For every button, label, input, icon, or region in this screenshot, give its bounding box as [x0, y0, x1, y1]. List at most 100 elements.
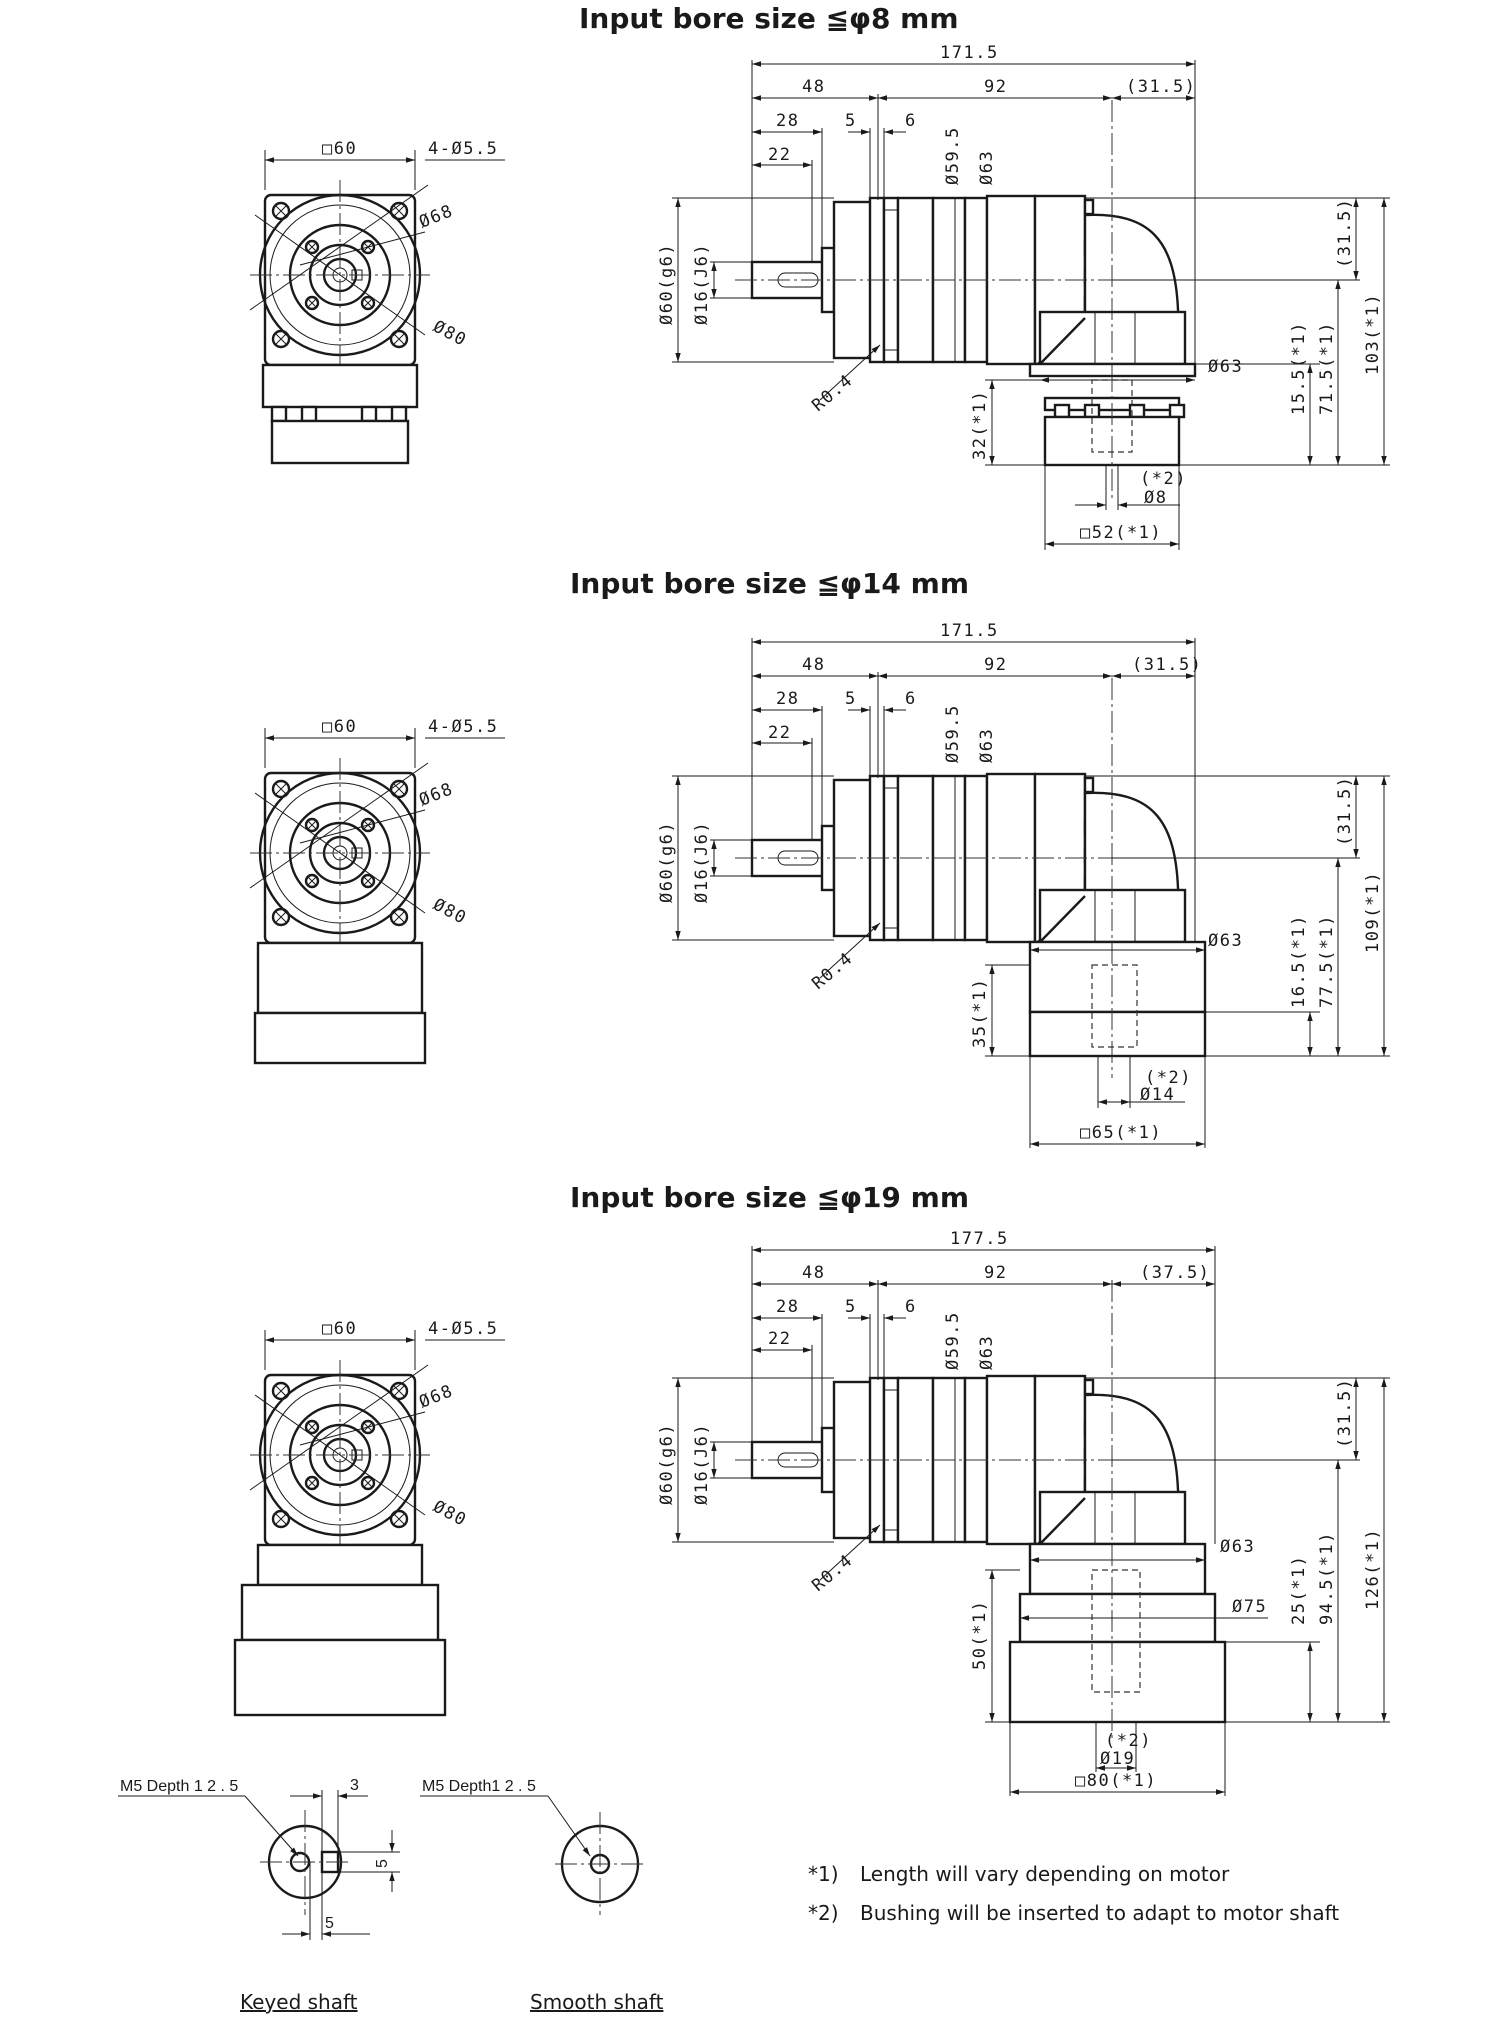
- smooth-shaft-detail: M5 Depth1 2 . 5 Smooth shaft: [420, 1778, 664, 2014]
- dim-holes: 4-Ø5.5: [428, 717, 498, 737]
- dim-body: Ø63: [977, 728, 997, 763]
- dim-overall: 177.5: [950, 1229, 1009, 1249]
- dim-6: 6: [905, 689, 917, 709]
- dim-right-total: 103(*1): [1363, 293, 1383, 375]
- dim-adapter-sq: □80(*1): [1075, 1771, 1157, 1791]
- section-title: Input bore size ≦φ8 mm: [579, 2, 959, 35]
- dim-5: 5: [845, 689, 857, 709]
- bushing-note: (*2): [1145, 1068, 1192, 1088]
- dim-base: Ø63: [1208, 931, 1243, 951]
- key-height: 5: [374, 1859, 391, 1868]
- dim-holes: 4-Ø5.5: [428, 139, 498, 159]
- dim-pilot: Ø59.5: [943, 704, 963, 763]
- section-title: Input bore size ≦φ14 mm: [570, 567, 969, 600]
- side-view: 171.5 48 92 (31.5) 28 5 6 22 Ø59.5 Ø63: [657, 43, 1390, 550]
- dim-right-a: 15.5(*1): [1289, 321, 1309, 415]
- dim-28: 28: [776, 689, 799, 709]
- note-mark-2: *2): [808, 1901, 839, 1925]
- dim-seg-a: 48: [802, 77, 825, 97]
- dim-height: Ø60(g6): [657, 243, 677, 325]
- dim-body: Ø63: [977, 1335, 997, 1370]
- dim-pilot: Ø59.5: [943, 1311, 963, 1370]
- dim-holes: 4-Ø5.5: [428, 1319, 498, 1339]
- dim-6: 6: [905, 1297, 917, 1317]
- dim-seg-c: (37.5): [1140, 1263, 1210, 1283]
- dim-22: 22: [768, 723, 791, 743]
- dim-6: 6: [905, 111, 917, 131]
- footnotes: *1) Length will vary depending on motor …: [808, 1862, 1339, 1925]
- keyed-tap-label: M5 Depth 1 2 . 5: [120, 1778, 238, 1795]
- dim-right-a: 16.5(*1): [1289, 914, 1309, 1008]
- dim-28: 28: [776, 1297, 799, 1317]
- dim-overall: 171.5: [940, 43, 999, 63]
- dim-pilot: Ø59.5: [943, 126, 963, 185]
- dim-seg-b: 92: [984, 77, 1007, 97]
- keyed-shaft-detail: M5 Depth 1 2 . 5 3 5 5 Keyed shaft: [118, 1777, 400, 2014]
- dim-right-total: 109(*1): [1363, 871, 1383, 953]
- dim-flange: Ø80: [430, 317, 470, 351]
- section-title: Input bore size ≦φ19 mm: [570, 1181, 969, 1214]
- dim-shaft: Ø16(J6): [692, 1423, 712, 1505]
- dim-22: 22: [768, 1329, 791, 1349]
- section-3: Input bore size ≦φ19 mm □60 4-Ø5.5 Ø68 Ø…: [233, 1181, 1390, 1796]
- dim-seg-c: (31.5): [1132, 655, 1202, 675]
- bushing-note: (*2): [1105, 1731, 1152, 1751]
- dim-fillet: R0.4: [808, 370, 857, 416]
- bushing-note: (*2): [1140, 469, 1187, 489]
- bushing-dia: Ø19: [1100, 1749, 1135, 1769]
- dim-right-b: 77.5(*1): [1317, 914, 1337, 1008]
- dim-right-c: (31.5): [1335, 1378, 1355, 1448]
- front-view: □60 4-Ø5.5 Ø68 Ø80: [233, 1319, 505, 1717]
- dim-base: Ø63: [1220, 1537, 1255, 1557]
- bushing-dia: Ø8: [1144, 488, 1167, 508]
- dim-pcd: Ø68: [416, 201, 456, 233]
- section-2: Input bore size ≦φ14 mm □60 4-Ø5.5 Ø68 Ø…: [250, 567, 1390, 1148]
- note-text-2: Bushing will be inserted to adapt to mot…: [860, 1901, 1339, 1925]
- dim-seg-a: 48: [802, 1263, 825, 1283]
- dim-5: 5: [845, 111, 857, 131]
- dim-square: □60: [322, 717, 357, 737]
- dim-base: Ø63: [1208, 357, 1243, 377]
- dim-right-c: (31.5): [1335, 776, 1355, 846]
- dim-seg-b: 92: [984, 1263, 1007, 1283]
- keyed-caption: Keyed shaft: [240, 1990, 358, 2014]
- dim-adapter-sq: □52(*1): [1080, 523, 1162, 543]
- note-mark-1: *1): [808, 1862, 839, 1886]
- side-view: 177.5 48 92 (37.5) 28 5 6 22 Ø59.5 Ø63: [657, 1229, 1390, 1796]
- dim-adapter-sq: □65(*1): [1080, 1123, 1162, 1143]
- dim-shaft: Ø16(J6): [692, 821, 712, 903]
- dim-adapter-h: 50(*1): [970, 1600, 990, 1670]
- dim-pcd: Ø68: [416, 1381, 456, 1413]
- dim-22: 22: [768, 145, 791, 165]
- dim-seg-b: 92: [984, 655, 1007, 675]
- dim-flange: Ø80: [430, 1497, 470, 1531]
- dim-fillet: R0.4: [808, 1550, 857, 1596]
- dim-adapter-h: 32(*1): [970, 390, 990, 460]
- bushing-dia: Ø14: [1140, 1085, 1175, 1105]
- side-view: 171.5 48 92 (31.5) 28 5 6 22 Ø59.5 Ø63: [657, 621, 1390, 1148]
- dim-seg-a: 48: [802, 655, 825, 675]
- dim-fillet: R0.4: [808, 948, 857, 994]
- key-width: 3: [350, 1777, 359, 1794]
- dim-base2: Ø75: [1232, 1597, 1267, 1617]
- dim-overall: 171.5: [940, 621, 999, 641]
- dim-square: □60: [322, 1319, 357, 1339]
- dim-seg-c: (31.5): [1126, 77, 1196, 97]
- dim-right-total: 126(*1): [1363, 1528, 1383, 1610]
- dim-5: 5: [845, 1297, 857, 1317]
- dim-height: Ø60(g6): [657, 821, 677, 903]
- dim-pcd: Ø68: [416, 779, 456, 811]
- dim-right-c: (31.5): [1335, 198, 1355, 268]
- section-1: Input bore size ≦φ8 mm □60 4-Ø5.5 Ø68 Ø8…: [250, 2, 1390, 550]
- dim-flange: Ø80: [430, 895, 470, 929]
- dim-adapter-h: 35(*1): [970, 978, 990, 1048]
- front-view: □60 4-Ø5.5 Ø68 Ø80: [250, 717, 505, 1065]
- dim-body: Ø63: [977, 150, 997, 185]
- smooth-tap-label: M5 Depth1 2 . 5: [422, 1778, 536, 1795]
- dim-28: 28: [776, 111, 799, 131]
- dim-right-a: 25(*1): [1289, 1555, 1309, 1625]
- key-length: 5: [325, 1915, 334, 1932]
- smooth-caption: Smooth shaft: [530, 1990, 664, 2014]
- note-text-1: Length will vary depending on motor: [860, 1862, 1230, 1886]
